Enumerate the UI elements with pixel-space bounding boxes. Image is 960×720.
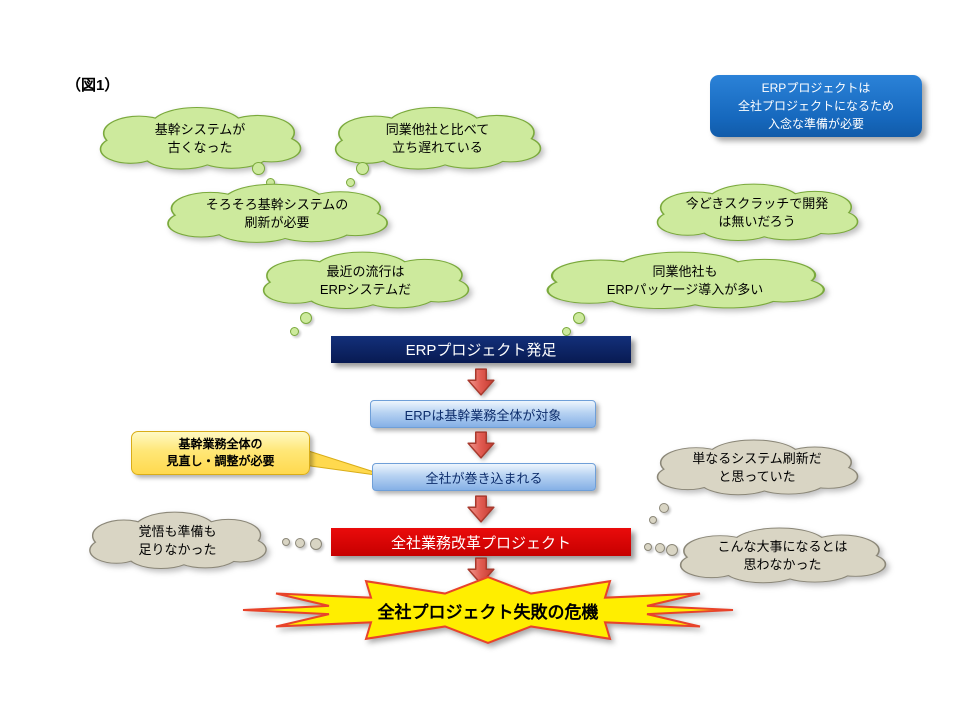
callout-adjustment: 基幹業務全体の 見直し・調整が必要 — [131, 431, 310, 475]
down-arrow-icon — [467, 368, 495, 396]
thought-tail-dot — [655, 543, 665, 553]
figure-label: （図1） — [66, 77, 120, 94]
thought-tail-dot — [290, 327, 299, 336]
starburst-shape — [242, 575, 734, 645]
thought-tail-dot — [295, 538, 305, 548]
starburst-text: 全社プロジェクト失敗の危機 — [377, 602, 599, 622]
thought-tail-dot — [644, 543, 652, 551]
thought-tail-dot — [356, 162, 369, 175]
thought-tail-dot — [573, 312, 585, 324]
thought-tail-dot — [659, 503, 669, 513]
cloud-just-renewal: 単なるシステム刷新だ と思っていた — [652, 436, 862, 500]
cloud-behind-peers: 同業他社と比べて 立ち遅れている — [330, 103, 545, 175]
starburst-crisis: 全社プロジェクト失敗の危機 — [238, 574, 738, 646]
cloud-text: 今どきスクラッチで開発 は無いだろう — [685, 195, 829, 229]
cloud-text: 同業他社と比べて 立ち遅れている — [385, 121, 490, 155]
cloud-text: 基幹システムが 古くなった — [154, 121, 246, 155]
cloud-text: 覚悟も準備も 足りなかった — [138, 523, 217, 557]
thought-tail-dot — [562, 327, 571, 336]
cloud-no-scratch: 今どきスクラッチで開発 は無いだろう — [652, 180, 862, 246]
cloud-text: 最近の流行は ERPシステムだ — [319, 263, 412, 297]
cloud-big-deal: こんな大事になるとは 思わなかった — [675, 524, 890, 588]
thought-tail-dot — [346, 178, 355, 187]
cloud-text: こんな大事になるとは 思わなかった — [717, 538, 848, 572]
cloud-old-system: 基幹システムが 古くなった — [95, 103, 305, 175]
down-arrow-icon — [467, 495, 495, 523]
down-arrow-icon — [467, 431, 495, 459]
cloud-renewal-needed: そろそろ基幹システムの 刷新が必要 — [162, 180, 392, 248]
cloud-text: 単なるシステム刷新だ と思っていた — [692, 450, 822, 484]
callout-pointer — [296, 446, 390, 478]
thought-tail-dot — [666, 544, 678, 556]
thought-tail-dot — [252, 162, 265, 175]
thought-tail-dot — [282, 538, 290, 546]
note-box: ERPプロジェクトは 全社プロジェクトになるため 入念な準備が必要 — [710, 75, 922, 137]
cloud-erp-trend: 最近の流行は ERPシステムだ — [258, 248, 473, 314]
box-erp-kickoff: ERPプロジェクト発足 — [331, 336, 631, 363]
box-erp-scope: ERPは基幹業務全体が対象 — [370, 400, 596, 428]
thought-tail-dot — [649, 516, 657, 524]
thought-tail-dot — [310, 538, 322, 550]
box-reform-project: 全社業務改革プロジェクト — [331, 528, 631, 556]
cloud-not-prepared: 覚悟も準備も 足りなかった — [85, 508, 270, 574]
box-company-involved: 全社が巻き込まれる — [372, 463, 596, 491]
cloud-peers-erp: 同業他社も ERPパッケージ導入が多い — [540, 248, 830, 314]
cloud-text: 同業他社も ERPパッケージ導入が多い — [606, 263, 764, 297]
thought-tail-dot — [300, 312, 312, 324]
cloud-text: そろそろ基幹システムの 刷新が必要 — [205, 196, 349, 230]
